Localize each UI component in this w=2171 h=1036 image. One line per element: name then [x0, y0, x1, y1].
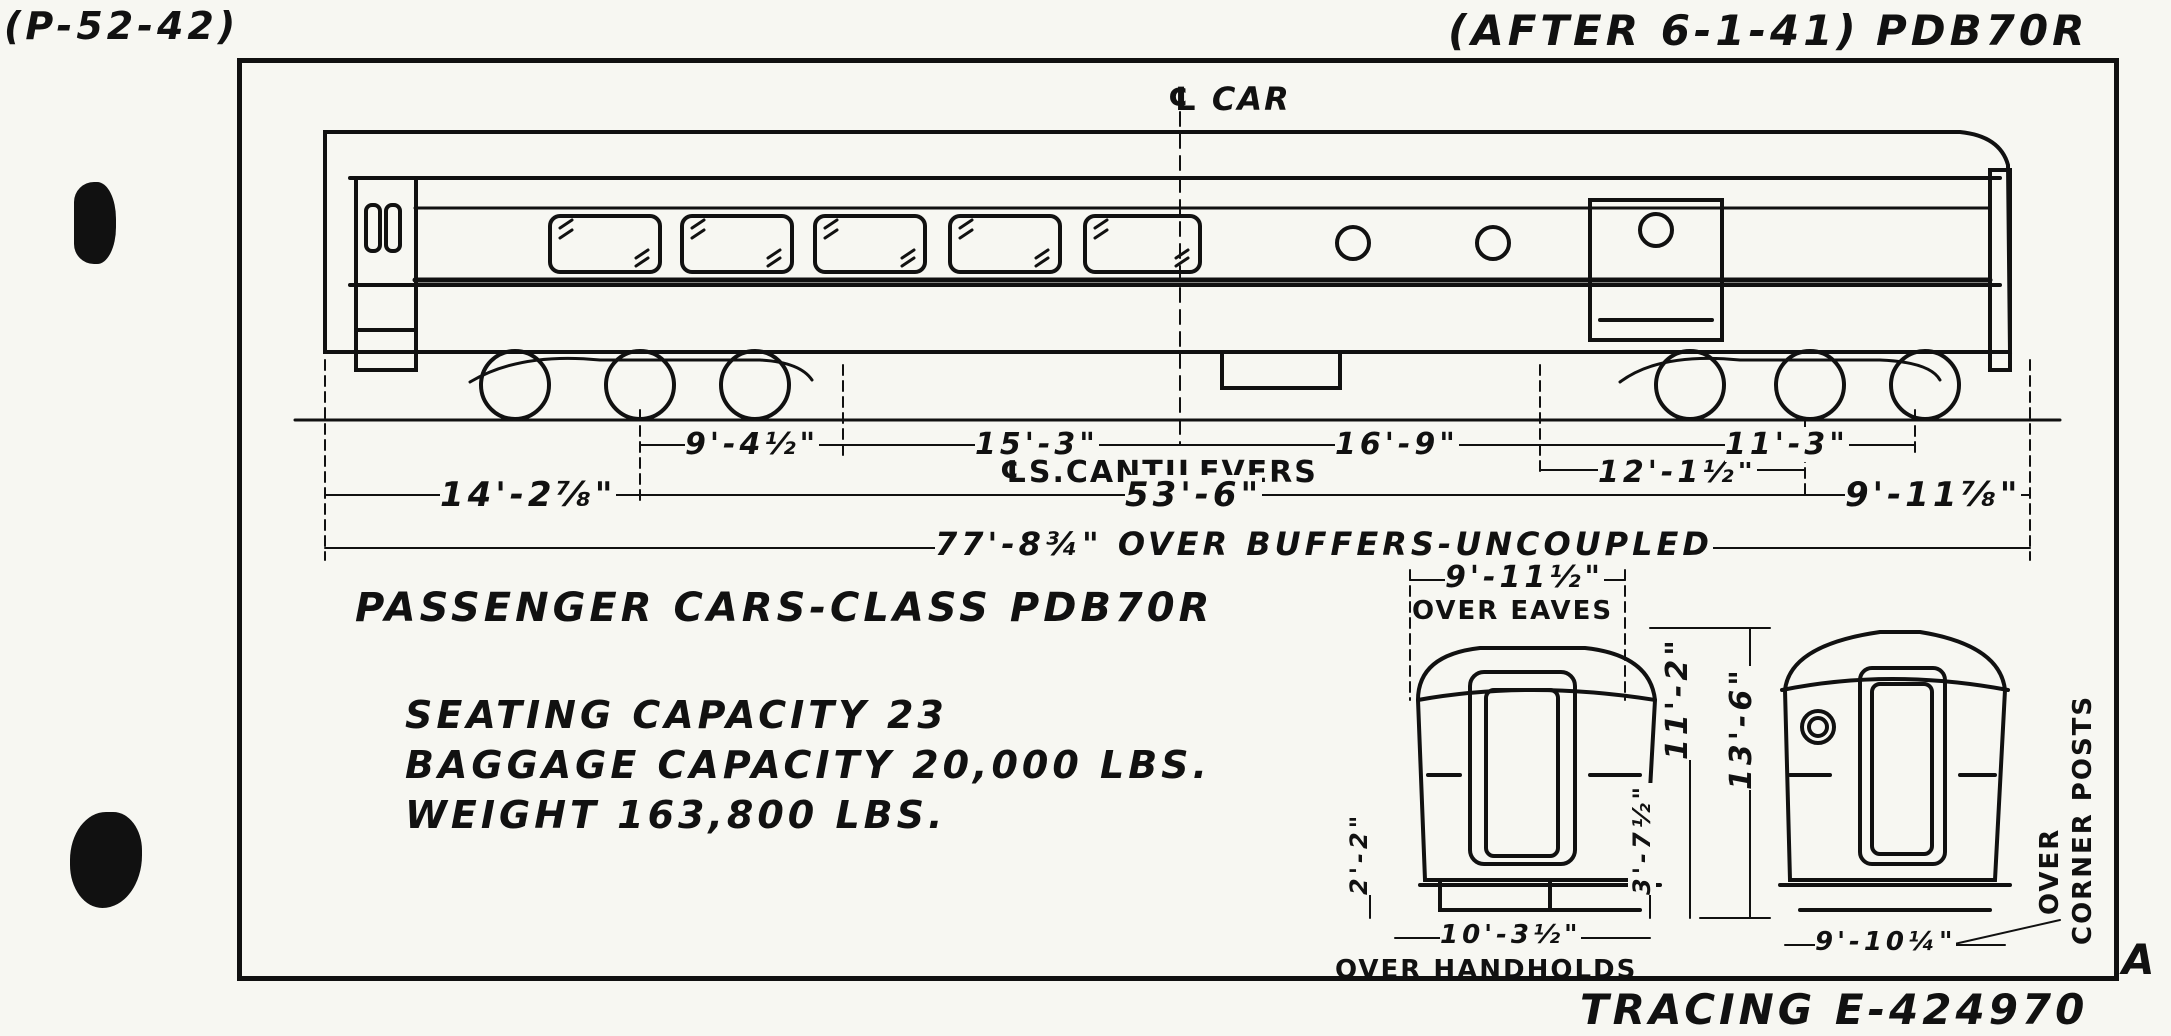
end-view-a-outline: [1415, 646, 1658, 882]
centerline-label: ℄ CAR: [1168, 80, 1291, 118]
wheel: [1774, 349, 1846, 421]
ink-blot: [74, 182, 116, 264]
wheel: [1654, 349, 1726, 421]
dim-wheelbase-left: 9'-4½": [685, 427, 820, 462]
end-porthole: [1800, 709, 1836, 745]
end-view-b-outline: [1782, 630, 2008, 882]
tracing-number: TRACING E-424970: [1580, 985, 2089, 1034]
eaves-label: OVER EAVES: [1412, 596, 1614, 626]
sheet-mark: A: [2122, 935, 2159, 984]
wheel: [719, 349, 791, 421]
handholds-label: OVER HANDHOLDS: [1335, 955, 1638, 985]
dim-truck-centers: 53'-6": [1125, 475, 1263, 515]
drawing-frame: [237, 58, 2119, 981]
left-vestibule: [354, 176, 418, 372]
window: [1083, 214, 1202, 274]
end-door: [1468, 670, 1577, 866]
car-class-code: PDB70R: [1876, 6, 2089, 55]
dim-handholds-width: 10'-3½": [1440, 920, 1582, 950]
diagram-title: PASSENGER CARS-CLASS PDB70R: [355, 585, 1214, 631]
spec-baggage: BAGGAGE CAPACITY 20,000 LBS.: [405, 743, 1211, 787]
spec-seating: SEATING CAPACITY 23: [405, 693, 948, 737]
dim-center-to-right: 16'-9": [1335, 427, 1459, 462]
door-porthole: [1638, 212, 1674, 248]
corner-label-over: OVER: [2035, 827, 2065, 915]
window: [948, 214, 1062, 274]
dim-eaves-width: 9'-11½": [1445, 560, 1604, 595]
dim-height-eaves: 11'-2": [1660, 636, 1695, 760]
dim-step-height: 3'-7½": [1628, 782, 1656, 895]
window: [680, 214, 794, 274]
dim-over-buffers: 77'-8¾" OVER BUFFERS-UNCOUPLED: [935, 525, 1713, 563]
spec-weight: WEIGHT 163,800 LBS.: [405, 793, 947, 837]
ink-blot: [70, 812, 142, 908]
dim-wheelbase-right: 11'-3": [1725, 427, 1849, 462]
dim-right-offset: 12'-1½": [1598, 455, 1757, 490]
dim-corner-width: 9'-10¼": [1815, 927, 1957, 957]
dim-left-overhang: 14'-2⅞": [440, 475, 617, 515]
wheel: [479, 349, 551, 421]
drawing-reference-code: (P-52-42): [4, 4, 240, 48]
dim-height-total: 13'-6": [1724, 666, 1759, 790]
dim-right-overhang: 9'-11⅞": [1845, 475, 2022, 515]
wheel: [1889, 349, 1961, 421]
window: [813, 214, 927, 274]
baggage-door: [1588, 198, 1724, 342]
dim-low-height: 2'-2": [1345, 811, 1373, 895]
end-door: [1858, 666, 1947, 866]
revision-date: (AFTER 6-1-41): [1448, 6, 1860, 55]
window: [548, 214, 662, 274]
porthole: [1475, 225, 1511, 261]
car-body-outline: [323, 130, 2013, 354]
corner-label-posts: CORNER POSTS: [2068, 694, 2098, 945]
right-vestibule: [1988, 168, 2012, 372]
underbody-box: [1220, 350, 1342, 390]
porthole: [1335, 225, 1371, 261]
